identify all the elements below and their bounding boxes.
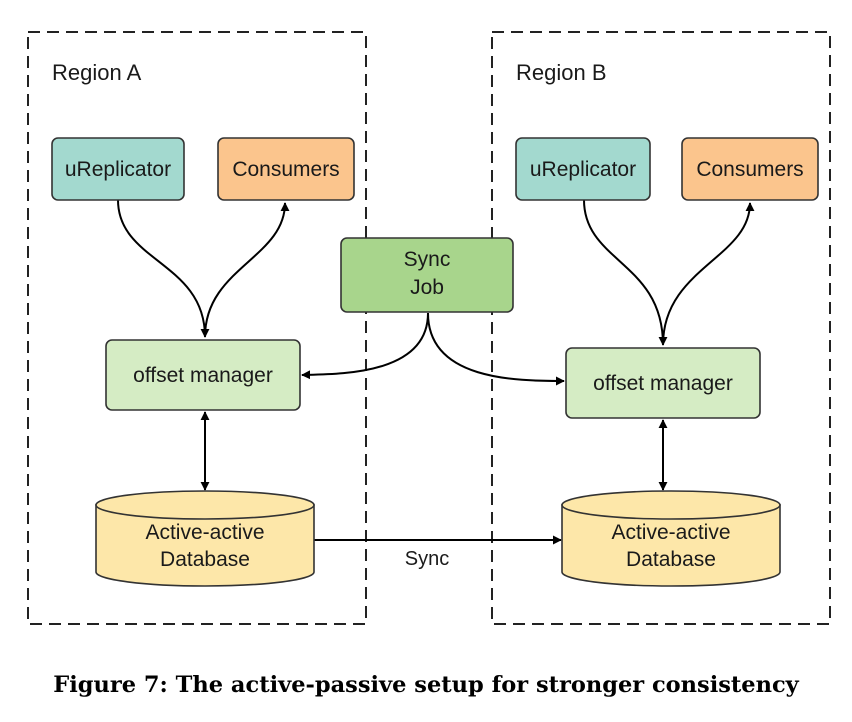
a-database-label-line1: Active-active bbox=[145, 521, 264, 544]
region-a-border bbox=[27, 31, 367, 625]
sync-job-label-line1: Sync bbox=[404, 248, 451, 271]
edge-a-offset-to-consumers bbox=[204, 202, 290, 338]
b-database-label-line2: Database bbox=[626, 548, 716, 571]
db-sync-label: Sync bbox=[405, 548, 449, 570]
b-database-label-line1: Active-active bbox=[611, 521, 730, 544]
a-offset-manager-label: offset manager bbox=[133, 364, 273, 387]
b-database-cylinder[interactable]: Active-active Database bbox=[561, 490, 781, 587]
edge-b-replicator-to-offset bbox=[583, 199, 668, 346]
b-replicator-box[interactable]: uReplicator bbox=[515, 137, 651, 201]
b-offset-manager-box[interactable]: offset manager bbox=[565, 347, 761, 419]
a-consumers-label: Consumers bbox=[232, 158, 339, 181]
region-b-title: Region B bbox=[516, 60, 607, 85]
a-database-cylinder[interactable]: Active-active Database bbox=[95, 490, 315, 587]
sync-job-label-line2: Job bbox=[410, 276, 444, 299]
region-a-title: Region A bbox=[52, 60, 142, 85]
a-database-label-line2: Database bbox=[160, 548, 250, 571]
edge-a-replicator-to-offset bbox=[117, 199, 210, 338]
b-consumers-box[interactable]: Consumers bbox=[681, 137, 819, 201]
region-a: Region A bbox=[27, 31, 367, 625]
b-offset-manager-label: offset manager bbox=[593, 372, 733, 395]
b-consumers-label: Consumers bbox=[696, 158, 803, 181]
edge-b-offset-to-consumers bbox=[662, 202, 755, 346]
region-b-border bbox=[491, 31, 831, 625]
figure-caption: Figure 7: The active-passive setup for s… bbox=[53, 672, 799, 698]
a-replicator-label: uReplicator bbox=[65, 158, 171, 181]
edges bbox=[117, 199, 755, 545]
b-replicator-label: uReplicator bbox=[530, 158, 636, 181]
architecture-diagram: Region A Region B Sync uReplicator Consu… bbox=[27, 31, 831, 625]
a-replicator-box[interactable]: uReplicator bbox=[51, 137, 185, 201]
a-consumers-box[interactable]: Consumers bbox=[217, 137, 355, 201]
edge-syncjob-to-b-offset bbox=[427, 312, 565, 386]
region-b: Region B bbox=[491, 31, 831, 625]
a-offset-manager-box[interactable]: offset manager bbox=[105, 339, 301, 411]
edge-syncjob-to-a-offset bbox=[301, 312, 429, 380]
sync-job-box[interactable]: Sync Job bbox=[340, 237, 514, 313]
